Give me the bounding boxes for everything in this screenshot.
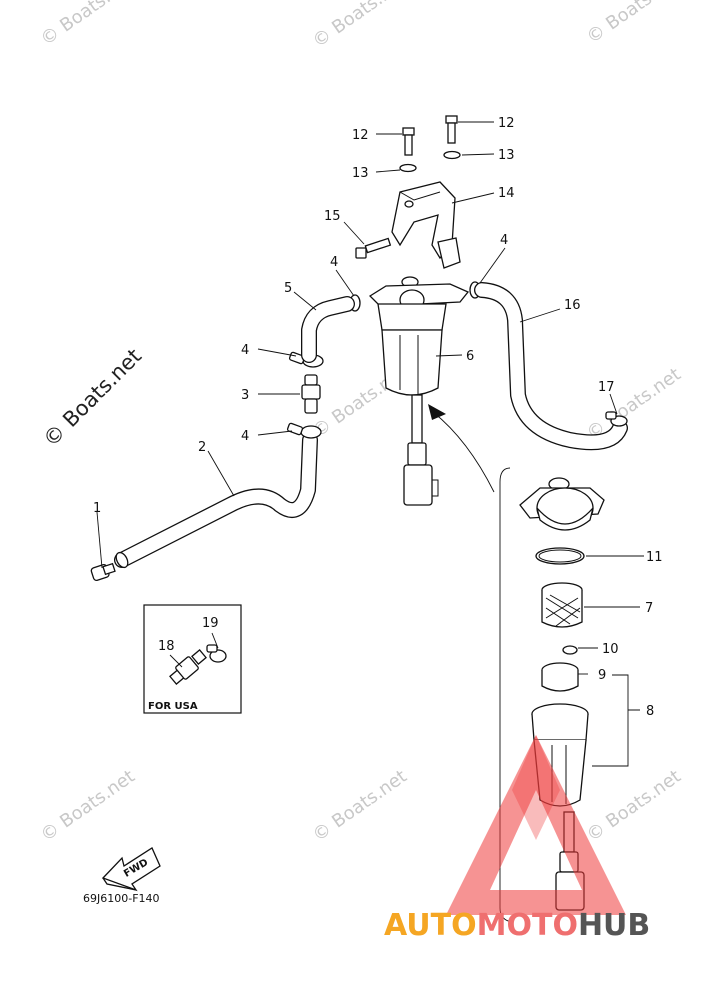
callout-8: 8 [646, 704, 654, 719]
watermark-text: © Boats.net [309, 766, 411, 846]
watermark-text: © Boats.net [37, 0, 139, 50]
watermark-text: © Boats.net [583, 364, 685, 444]
watermark-text: © Boats.net [583, 0, 685, 48]
part-joint-18 [169, 649, 207, 685]
part-hose-elbow [301, 296, 355, 363]
part-bolt [445, 115, 458, 144]
part-washer [443, 150, 461, 160]
part-plug [90, 562, 116, 581]
part-bolt-15 [355, 237, 392, 259]
callout-5: 5 [284, 281, 292, 296]
callout-12: 12 [352, 128, 369, 143]
watermark-text: © Boats.net [583, 766, 685, 846]
detail-bracket-line [499, 467, 513, 923]
part-clip [286, 422, 322, 439]
detail-element [541, 582, 583, 628]
callout-4: 4 [500, 233, 508, 248]
callout-17: 17 [598, 380, 615, 395]
logo-triangle-icon [446, 735, 626, 915]
inset-for-usa: FOR USA [143, 604, 242, 714]
callout-9: 9 [598, 668, 606, 683]
part-washer [399, 163, 417, 173]
part-hose-long [114, 432, 318, 569]
callout-13: 13 [352, 166, 369, 181]
callout-7: 7 [645, 601, 653, 616]
callout-2: 2 [198, 440, 206, 455]
callout-18: 18 [158, 639, 175, 654]
detail-filter-head [519, 477, 605, 531]
callout-14: 14 [498, 186, 515, 201]
part-bolt [402, 127, 415, 156]
callout-4: 4 [241, 429, 249, 444]
logo-moto: MOTO [477, 908, 578, 943]
detail-float [541, 662, 579, 692]
callout-6: 6 [466, 349, 474, 364]
fwd-arrow-icon: FWD [101, 847, 161, 892]
callout-19: 19 [202, 616, 219, 631]
diagram-code: 69J6100-F140 [83, 892, 160, 905]
detail-clip-ring [562, 645, 578, 655]
callout-11: 11 [646, 550, 663, 565]
callout-labels: 1 2 3 4 4 4 4 5 6 7 8 9 10 11 12 12 13 1… [93, 116, 663, 719]
detail-o-ring [535, 547, 585, 565]
callout-10: 10 [602, 642, 619, 657]
callout-4: 4 [330, 255, 338, 270]
callout-15: 15 [324, 209, 341, 224]
watermark-large: © Boats.net [39, 344, 147, 452]
automotohub-logo: AUTOMOTOHUB [384, 735, 650, 943]
svg-text:AUTOMOTOHUB: AUTOMOTOHUB [384, 908, 650, 943]
part-clip-17 [605, 411, 628, 427]
part-joint [301, 374, 321, 414]
group-bracket-8 [592, 674, 640, 767]
callout-13: 13 [498, 148, 515, 163]
watermark-text: © Boats.net [37, 766, 139, 846]
part-fuel-filter [368, 276, 470, 506]
callout-12: 12 [498, 116, 515, 131]
callout-1: 1 [93, 501, 101, 516]
watermark-text: © Boats.net [309, 0, 411, 52]
callout-3: 3 [241, 388, 249, 403]
inset-label: FOR USA [148, 701, 198, 712]
leader-lines [96, 121, 644, 675]
logo-hub: HUB [578, 908, 650, 943]
part-hose-right [474, 282, 628, 451]
logo-auto: AUTO [384, 908, 477, 943]
part-bracket [391, 181, 461, 269]
part-clip-19 [206, 644, 227, 663]
callout-16: 16 [564, 298, 581, 313]
callout-4: 4 [241, 343, 249, 358]
